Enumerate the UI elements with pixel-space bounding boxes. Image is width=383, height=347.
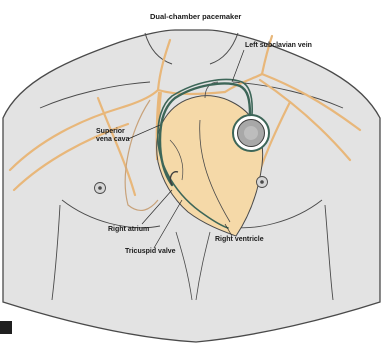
corner-marker (0, 321, 12, 334)
label-tricuspid-valve: Tricuspid valve (125, 248, 176, 256)
label-superior-vena-cava-line2: vena cava (96, 136, 129, 144)
diagram-title: Dual-chamber pacemaker (150, 13, 241, 21)
nipple-left (95, 183, 106, 194)
pacemaker-generator (233, 115, 269, 151)
label-superior-vena-cava-line1: Superior (96, 128, 129, 136)
label-superior-vena-cava: Superior vena cava (96, 128, 129, 144)
nipple-right (257, 177, 268, 188)
label-left-subclavian-vein: Left subclavian vein (245, 42, 312, 50)
label-right-atrium: Right atrium (108, 226, 149, 234)
label-right-ventricle: Right ventricle (215, 236, 264, 244)
